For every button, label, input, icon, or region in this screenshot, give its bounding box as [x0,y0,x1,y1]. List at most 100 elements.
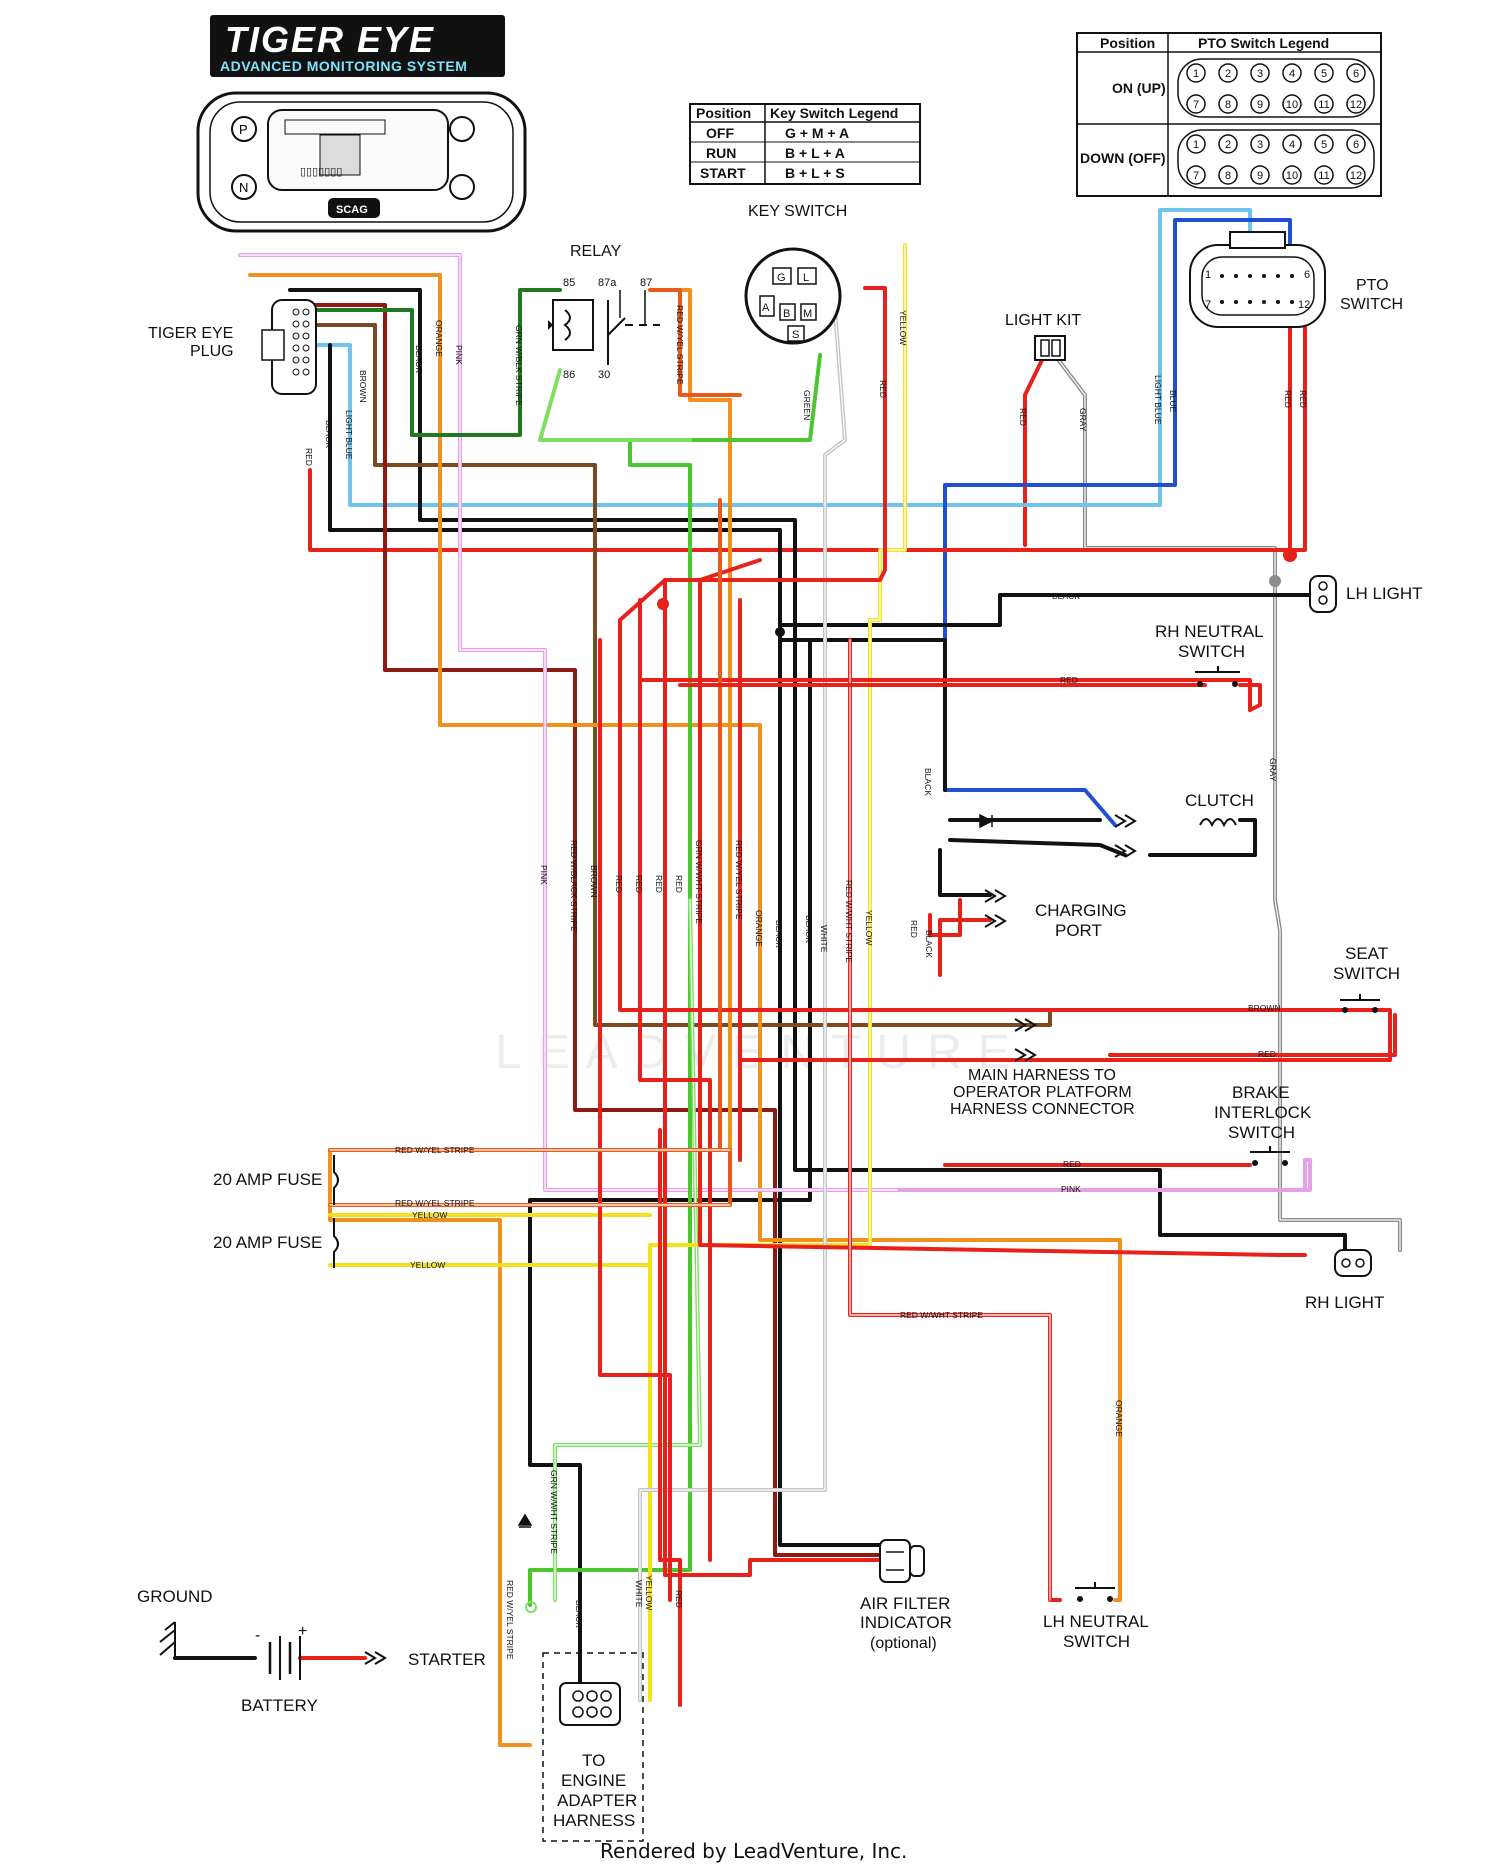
wire-orange [248,273,1122,1602]
pto-legend-pin [1250,63,1270,83]
main-harness-connector: MAIN HARNESS TO OPERATOR PLATFORM HARNES… [950,1018,1135,1118]
engine-diode [517,1513,537,1613]
pto-legend-pin-label: 1 [1193,139,1199,151]
wire-label-light-blue: LIGHT BLUE [344,410,354,460]
battery-label: BATTERY [241,1696,318,1715]
wire-label-white: WHITE [819,925,829,953]
seat-switch-label: SWITCH [1333,964,1400,983]
tiger-eye-plug: TIGER EYE PLUG [148,299,317,395]
pto-legend-pin [1314,94,1334,114]
wire-label-red-yel-fuse2: RED W/YEL STRIPE [395,1198,475,1208]
wire-label-red-wht: RED W/WHT STRIPE [844,880,854,963]
ground-label: GROUND [137,1587,213,1606]
pto-legend-pin [1282,94,1302,114]
engine-adapter-label: TO [582,1751,605,1770]
pto-pin-6: 6 [1304,269,1310,281]
pto-pin-7: 7 [1205,299,1211,311]
light-kit: LIGHT KIT [1005,312,1081,361]
wire-label-green: GREEN [802,390,812,420]
main-harness-label: OPERATOR PLATFORM [953,1084,1132,1101]
button-neutral[interactable] [231,174,257,200]
relay-pin-87: 87 [640,277,652,289]
relay-pin-87a: 87a [598,277,617,289]
key-legend-header-position: Position [696,105,751,121]
plug-pin [292,320,300,328]
wire-label-red-cp: RED [909,920,919,938]
wire-label-red-plug: RED [304,448,314,466]
wire-label-brown-seat: BROWN [1248,1003,1281,1013]
wire-black-2 [288,288,1347,1252]
key-switch-title: KEY SWITCH [748,203,847,220]
wire-label-grn-blk: GRN W/BLK STRIPE [514,325,524,406]
pto-switch-label: SWITCH [1340,296,1403,313]
wire-grn-wht-core [554,899,701,1601]
button-right-bottom[interactable] [449,174,475,200]
wire-rh-neutral-red [678,683,1262,712]
starter-label: STARTER [408,1650,486,1669]
wire-label-orange: ORANGE [434,320,444,357]
key-terminal-a: A [762,302,770,314]
air-filter-indicator: AIR FILTER INDICATOR (optional) [860,1539,952,1652]
wire-labels: BLACK ORANGE PINK BROWN LIGHT BLUE BLACK… [304,305,1308,1660]
button-park[interactable] [231,116,257,142]
wire-red-wht-core [849,639,1051,1601]
air-filter-label: INDICATOR [860,1613,952,1632]
key-terminal-m: M [803,308,812,320]
rh-neutral-switch: RH NEUTRAL SWITCH [1155,622,1264,687]
seat-switch-label: SEAT [1345,944,1388,963]
wire-label-pink: PINK [454,345,464,365]
wire-gray-core [1056,357,1401,1251]
pto-pin-dot [1248,300,1252,304]
key-terminal-s: S [792,329,799,341]
pto-legend-pin-label: 3 [1257,139,1263,151]
key-legend-header-legend: Key Switch Legend [770,105,898,121]
pto-legend-pin-label: 9 [1257,170,1263,182]
key-terminal-g: G [777,272,786,284]
relay: RELAY 85 87a 87 86 30 [548,243,660,381]
wire-label-red-brake: RED [1063,1159,1081,1169]
wire-charging-red [938,918,992,977]
fuses: 20 AMP FUSE 20 AMP FUSE [213,1155,339,1268]
plug-pin [292,356,300,364]
engine-adapter-label: HARNESS [553,1811,635,1830]
pto-pin-dot [1220,300,1224,304]
wire-label-black-b: BLACK [804,915,814,943]
key-terminal-b: B [783,308,790,320]
wire-label-red-rhn: RED [1060,675,1078,685]
relay-title: RELAY [570,243,622,260]
pto-legend-pin [1346,94,1366,114]
pto-legend-pin [1282,134,1302,154]
pto-legend-pin-label: 3 [1257,68,1263,80]
pto-pin-dot [1220,274,1224,278]
wire-label-brown: BROWN [358,370,368,403]
battery-pos: + [298,1623,307,1640]
relay-pin-30: 30 [598,369,610,381]
engine-adapter-harness: TO ENGINE ADAPTER HARNESS [542,1652,644,1842]
key-terminal-l: L [803,272,809,284]
air-filter-label: AIR FILTER [860,1594,950,1613]
wire-label-yellow-fuse1: YELLOW [412,1210,447,1220]
wire-label-yellow-eng: YELLOW [644,1575,654,1610]
pto-legend-header-position: Position [1100,35,1155,51]
pto-legend-pin-label: 12 [1350,170,1362,182]
pto-legend-pin-label: 11 [1318,170,1329,182]
wire-white-core [639,309,846,1701]
wire-grn-blk [308,288,562,437]
pto-legend-pin [1314,63,1334,83]
pto-legend-pin [1314,165,1334,185]
engine-adapter-label: ADAPTER [557,1791,637,1810]
pto-legend-pin [1186,63,1206,83]
pto-legend-pin [1282,165,1302,185]
brake-interlock-label: BRAKE [1232,1083,1290,1102]
plug-pin [302,332,310,340]
key-legend-row-terminals: B + L + A [785,145,845,161]
wire-light-blue [308,208,1252,507]
battery-neg: - [255,1627,260,1644]
air-filter-label: (optional) [870,1635,937,1652]
button-right-top[interactable] [449,116,475,142]
wire-label-red-lightkit: RED [1018,408,1028,426]
wire-label-red-yel: RED W/YEL STRIPE [675,305,685,385]
relay-pin-86: 86 [563,369,575,381]
pto-legend-pin [1186,94,1206,114]
